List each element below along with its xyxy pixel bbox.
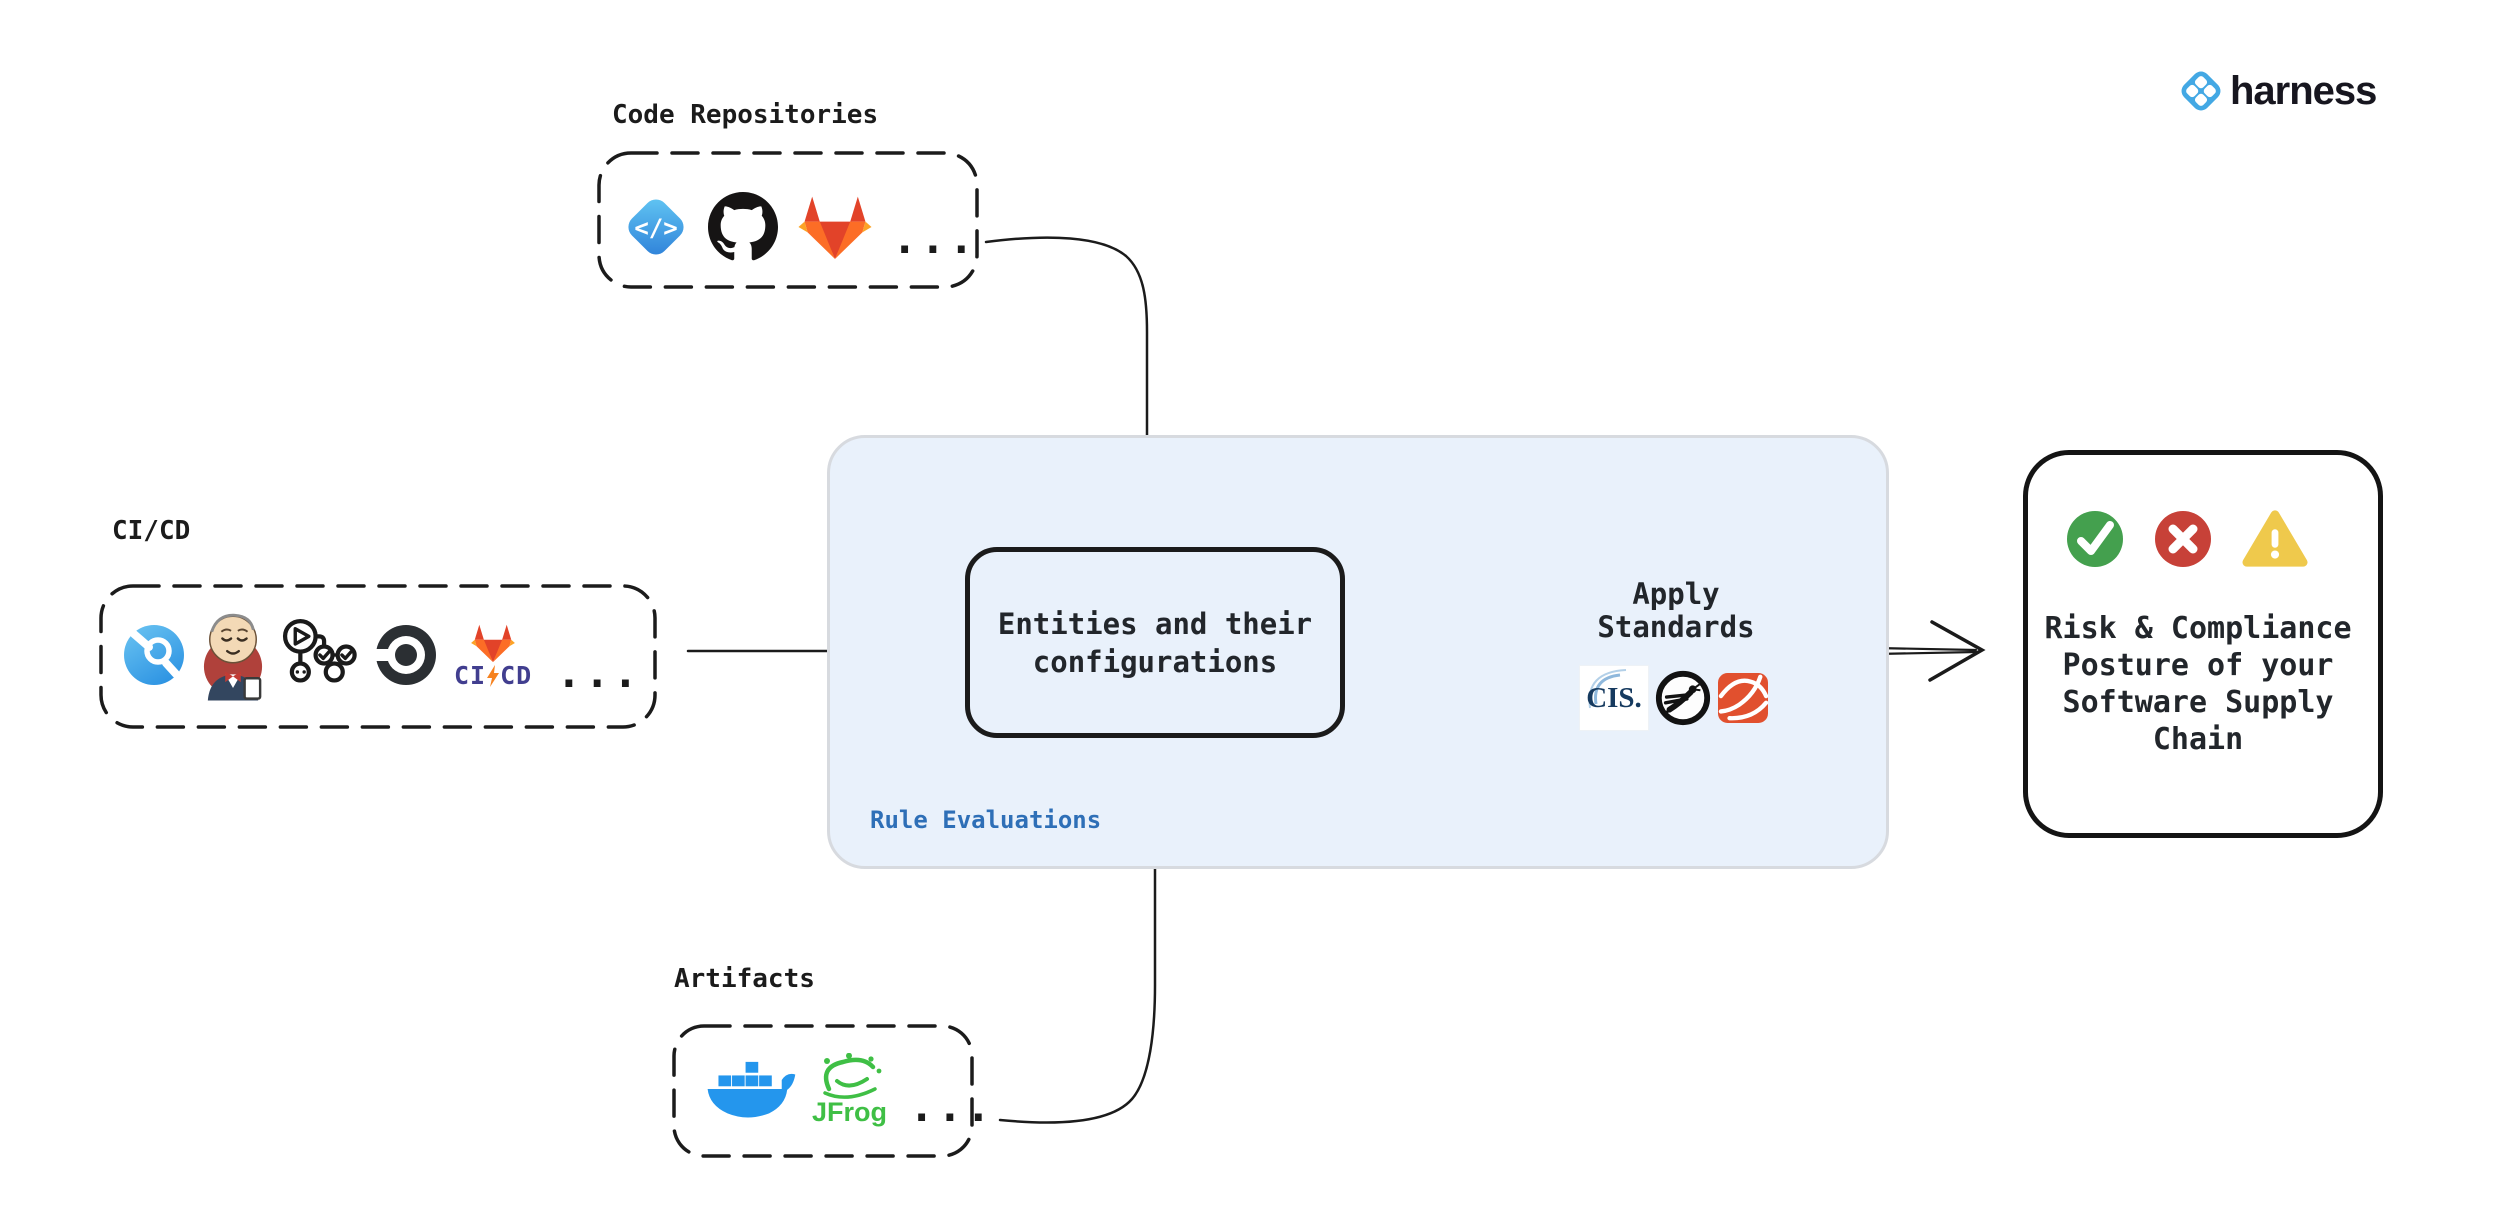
github-actions-icon	[280, 610, 358, 700]
gitlab-cicd-icon: CI CD	[454, 622, 532, 688]
outcome-label: Risk & Compliance Posture of your Softwa…	[2044, 611, 2352, 757]
orange-ribbon-standard-icon	[1718, 672, 1768, 724]
gitlab-mini-icon	[470, 622, 516, 664]
gitlab-ci-text: CI	[454, 661, 487, 690]
harness-wordmark: harness	[2230, 68, 2377, 113]
harness-logo: harness	[2178, 68, 2377, 114]
entities-box-label: Entities and their configurations	[997, 606, 1313, 679]
artifacts-more: ...	[909, 1082, 994, 1131]
entities-box: Entities and their configurations	[965, 547, 1345, 738]
jfrog-icon: JFrog	[812, 1053, 888, 1127]
cis-benchmark-icon: CIS.	[1580, 666, 1648, 730]
outcome-icons	[2066, 508, 2308, 570]
harness-ci-icon	[122, 623, 186, 687]
code-repositories-label: Code Repositories	[612, 100, 879, 130]
svg-text:</>: </>	[634, 214, 677, 242]
fail-x-icon	[2154, 510, 2212, 568]
jfrog-wordmark: JFrog	[812, 1097, 888, 1127]
harness-logo-icon	[2178, 68, 2224, 114]
cicd-label: CI/CD	[112, 516, 191, 546]
cicd-icons: CI CD ...	[122, 600, 641, 710]
lightning-bolt-icon	[487, 665, 500, 687]
jenkins-icon	[202, 605, 264, 705]
artifacts-icons: JFrog ...	[704, 1048, 994, 1130]
rule-evaluations-panel	[827, 435, 1889, 869]
harness-code-icon: </>	[622, 193, 690, 261]
cis-label: CIS.	[1586, 681, 1642, 714]
rule-evaluations-label: Rule Evaluations	[870, 806, 1102, 834]
github-icon	[708, 192, 778, 262]
pass-check-icon	[2066, 510, 2124, 568]
cicd-more: ...	[556, 648, 642, 697]
gitlab-cd-text: CD	[500, 661, 533, 690]
code-repositories-more: ...	[892, 214, 977, 263]
circleci-icon	[374, 623, 438, 687]
standards-icons: CIS.	[1580, 666, 1768, 730]
warning-icon	[2242, 508, 2308, 570]
artifacts-label: Artifacts	[674, 964, 815, 994]
arrow-diamond-to-outcome	[1874, 620, 1986, 682]
gitlab-icon	[796, 192, 874, 262]
code-repositories-icons: </> ...	[622, 192, 977, 262]
docker-icon	[704, 1048, 798, 1130]
gitlab-cicd-badge: CI CD	[454, 661, 533, 690]
apply-standards-label: Apply Standards	[1597, 577, 1755, 644]
owasp-icon	[1654, 669, 1712, 727]
